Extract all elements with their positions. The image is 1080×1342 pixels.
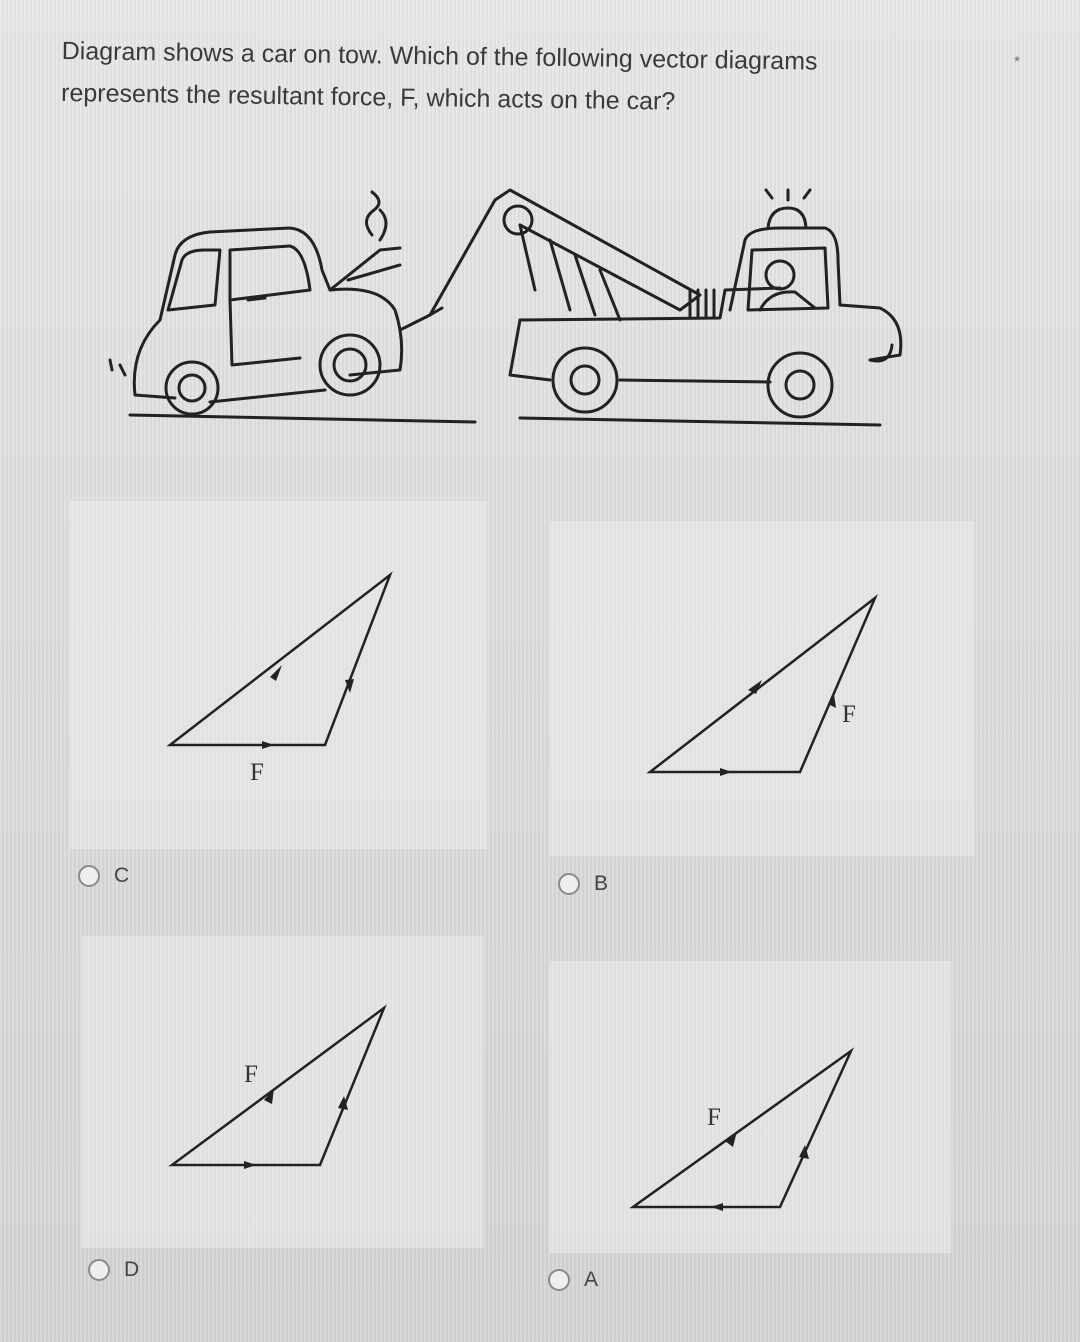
radio-b[interactable]	[558, 873, 580, 895]
option-b[interactable]: B	[558, 872, 608, 896]
vector-diagram-a: F	[629, 1047, 855, 1211]
option-d-label: D	[124, 1258, 140, 1281]
force-label-b: F	[842, 701, 856, 728]
option-card-a	[548, 960, 952, 1254]
radio-c[interactable]	[78, 865, 100, 887]
vector-diagram-c: F	[166, 571, 393, 786]
vector-diagram-b: F	[646, 594, 879, 776]
option-c[interactable]: C	[78, 864, 129, 888]
vector-diagram-d: F	[168, 1004, 387, 1169]
option-a[interactable]: A	[548, 1268, 598, 1292]
option-a-label: A	[584, 1268, 599, 1291]
option-card-d	[80, 935, 484, 1249]
question-text: Diagram shows a car on tow. Which of the…	[61, 30, 922, 126]
force-label-a: F	[707, 1104, 721, 1131]
option-d[interactable]: D	[88, 1258, 139, 1282]
required-asterisk: *	[1014, 54, 1021, 71]
force-label-d: F	[244, 1061, 258, 1088]
option-card-c	[68, 500, 488, 850]
radio-a[interactable]	[548, 1269, 570, 1291]
option-card-b	[548, 520, 975, 857]
force-label-c: F	[250, 759, 264, 786]
radio-d[interactable]	[88, 1259, 110, 1281]
option-b-label: B	[594, 872, 609, 895]
tow-truck-illustration	[108, 188, 903, 427]
option-c-label: C	[114, 864, 130, 887]
